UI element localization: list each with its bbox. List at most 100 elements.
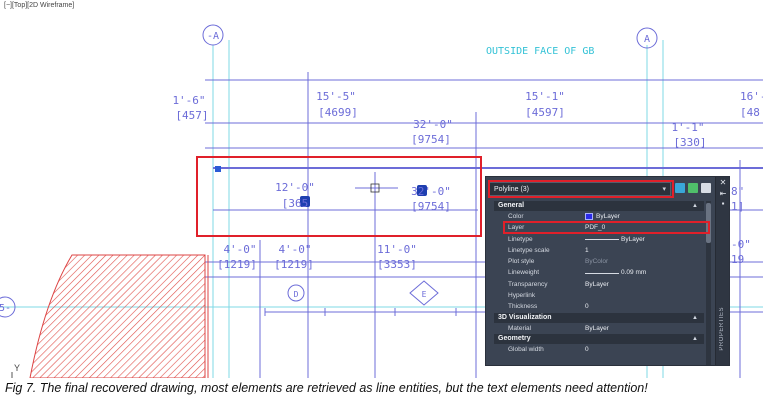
dimension-text: 12'-0" (275, 181, 315, 194)
select-objects-icon[interactable] (688, 183, 698, 193)
dimension-text: 8" (731, 185, 744, 198)
dimension-text: 1'-6" (172, 94, 205, 107)
linetype-preview (585, 272, 619, 274)
property-key: Linetype (508, 235, 533, 243)
property-row[interactable]: Color ByLayer (494, 211, 704, 222)
dimension-text: [330] (673, 136, 706, 149)
palette-title-strip[interactable]: ✕ ⇤ ▪ PROPERTIES (715, 177, 729, 365)
section-header[interactable]: 3D Visualization ▲ (494, 312, 704, 323)
property-value[interactable]: 0.09 mm (585, 267, 704, 278)
property-value-text: ByLayer (585, 324, 609, 332)
property-key: Color (508, 213, 524, 220)
property-value[interactable]: 0 (585, 301, 704, 312)
section-header[interactable]: Geometry ▲ (494, 333, 704, 344)
property-value-text: 0 (585, 345, 589, 353)
close-icon[interactable]: ✕ (719, 178, 727, 187)
property-value[interactable]: 1 (585, 245, 704, 256)
dimension-text: [1219] (274, 258, 314, 271)
property-row[interactable]: Transparency ByLayer (494, 279, 704, 290)
dimension-text: 4'-0" (223, 243, 256, 256)
property-value-text: 1 (585, 246, 589, 254)
property-key: Linetype scale (508, 246, 550, 254)
dimension-text: [9754] (411, 200, 451, 213)
property-row[interactable]: Linetype scale 1 (494, 245, 704, 256)
grip-handle[interactable] (300, 196, 310, 207)
quick-select-icon[interactable] (701, 183, 711, 193)
property-value[interactable]: ByLayer (585, 279, 704, 290)
chevron-up-icon[interactable]: ▲ (692, 314, 698, 321)
property-row[interactable]: Global width 0 (494, 344, 704, 355)
property-value-text: 0 (585, 303, 589, 311)
dimension-text: 19 (731, 253, 744, 266)
property-value[interactable]: PDF_0 (585, 222, 704, 233)
property-key: Material (508, 324, 532, 332)
dimension-text: 32'-0" (413, 118, 453, 131)
property-value[interactable]: ByLayer (585, 323, 704, 334)
property-value[interactable] (585, 290, 704, 301)
drawing-viewport[interactable]: [−][Top][2D Wireframe] -A A 5- D E OUTSI… (0, 0, 763, 378)
dimension-text: [3353] (377, 258, 417, 271)
property-value[interactable]: ByLayer (585, 211, 704, 222)
chevron-down-icon: ▾ (662, 186, 666, 193)
dimension-text: [457] (175, 109, 208, 122)
property-value[interactable]: ByLayer (585, 234, 704, 245)
property-value-text: ByColor (585, 258, 609, 266)
section-title: General (498, 202, 525, 209)
highlight-selection-box (196, 156, 482, 237)
dimension-text: 15'-5" (316, 90, 356, 103)
dimension-text: [4699] (318, 106, 358, 119)
viewport-controls-label[interactable]: [−][Top][2D Wireframe] (4, 2, 75, 9)
dimension-text: [9754] (411, 133, 451, 146)
grid-bubble (636, 27, 658, 49)
section-title: 3D Visualization (498, 313, 552, 321)
property-row[interactable]: Lineweight 0.09 mm (494, 267, 704, 278)
dimension-text: 1'-1" (671, 121, 704, 134)
grid-bubble-label: 5- (0, 303, 11, 314)
section-header[interactable]: General ▲ (494, 201, 704, 211)
grip-handle[interactable] (417, 185, 427, 196)
grid-bubble-label: D (294, 290, 299, 299)
figure-caption: Fig 7. The final recovered drawing, most… (5, 381, 648, 395)
toggle-pickadd-icon[interactable] (675, 183, 685, 193)
dimension-text: [365 (282, 197, 309, 210)
grid-bubble (0, 296, 16, 318)
property-row[interactable]: Plot style ByColor (494, 256, 704, 267)
dimension-text: 1] (731, 200, 744, 213)
property-value-text: ByLayer (585, 280, 609, 288)
autohide-icon[interactable]: ⇤ (719, 189, 727, 198)
property-key: Plot style (508, 258, 535, 266)
property-row[interactable]: Material ByLayer (494, 323, 704, 334)
property-value[interactable]: ByColor (585, 256, 704, 267)
property-key: Global width (508, 345, 544, 353)
chevron-up-icon[interactable]: ▲ (692, 203, 698, 209)
property-value[interactable]: 0 (585, 344, 704, 355)
palette-title: PROPERTIES (719, 307, 725, 351)
property-value-text: ByLayer (596, 213, 620, 220)
property-key: Transparency (508, 280, 548, 288)
palette-menu-icon[interactable]: ▪ (721, 199, 725, 208)
property-row[interactable]: Hyperlink (494, 290, 704, 301)
grid-bubble-label: -A (207, 31, 219, 42)
property-key: Thickness (508, 303, 538, 311)
section-title: Geometry (498, 334, 531, 342)
dimension-text: 32'-0" (411, 185, 451, 198)
palette-toolbar (675, 183, 711, 193)
property-row[interactable]: Linetype ByLayer (494, 234, 704, 245)
highlight-layer-row-box (503, 221, 710, 234)
chevron-up-icon[interactable]: ▲ (692, 335, 698, 342)
property-key: Hyperlink (508, 292, 536, 300)
grip-handle[interactable] (215, 166, 221, 172)
property-value-text: ByLayer (621, 235, 645, 243)
grid-bubble (287, 284, 305, 302)
property-value-text: 0.09 mm (621, 269, 647, 277)
dimension-text: -0" (731, 238, 751, 251)
hatched-wall (29, 254, 206, 378)
property-value-text: PDF_0 (585, 224, 606, 232)
property-row[interactable]: Thickness 0 (494, 301, 704, 312)
property-key: Lineweight (508, 269, 540, 277)
highlight-selector-box (488, 180, 674, 198)
color-swatch (585, 213, 593, 221)
